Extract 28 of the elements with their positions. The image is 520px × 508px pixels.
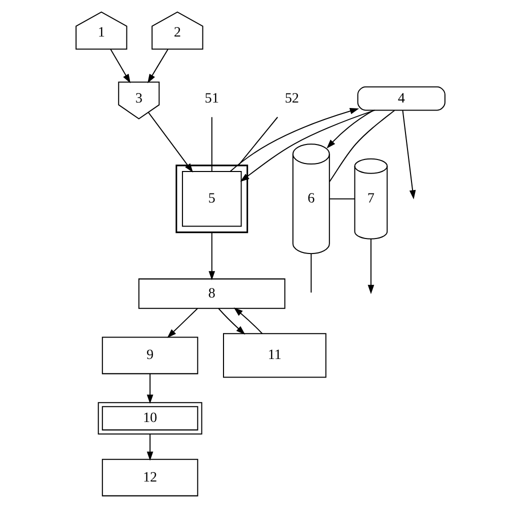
arrow <box>233 308 262 334</box>
arrow <box>240 110 375 182</box>
arrow <box>146 374 153 404</box>
node-text: 51 <box>204 90 218 106</box>
node-text: 52 <box>284 90 299 106</box>
arrow <box>326 110 374 149</box>
connector <box>329 198 354 200</box>
arrow <box>148 112 193 173</box>
connector <box>210 117 212 172</box>
connector <box>328 110 394 182</box>
arrow <box>229 108 359 172</box>
arrow <box>166 308 198 338</box>
arrow <box>218 308 245 335</box>
arrow <box>110 49 130 84</box>
node-box: 11 <box>222 333 326 378</box>
arrow <box>146 434 153 461</box>
node-box: 12 <box>101 458 198 496</box>
node-box: 10 <box>97 402 202 434</box>
arrow <box>402 110 416 200</box>
node-box: 9 <box>101 336 198 374</box>
node-box: 4 <box>356 86 445 111</box>
node-box: 5 <box>181 171 242 227</box>
connector <box>310 254 312 293</box>
node-box: 8 <box>138 278 285 309</box>
arrow <box>208 232 215 280</box>
arrow <box>147 49 168 84</box>
connector <box>237 116 278 166</box>
arrow <box>367 238 374 294</box>
